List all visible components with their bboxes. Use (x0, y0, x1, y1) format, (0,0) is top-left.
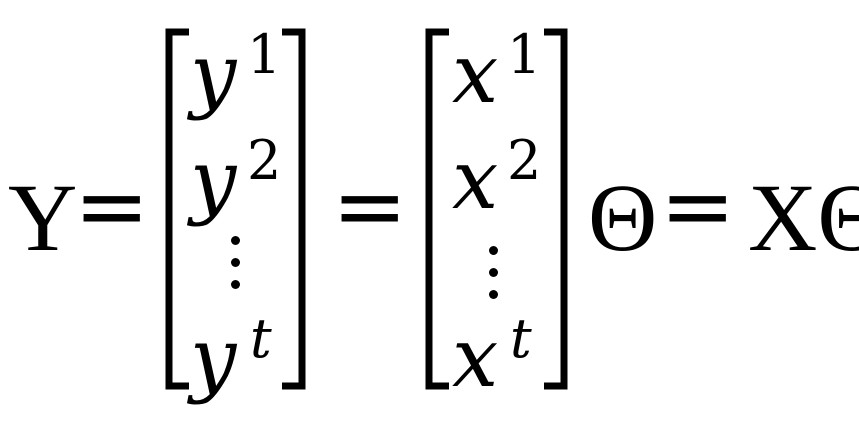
y-entry-1-base: y (190, 27, 237, 122)
equals-sign-1: = (74, 154, 150, 259)
y-vector-vertical-ellipsis (230, 236, 242, 296)
x-vector-vertical-ellipsis (488, 246, 500, 306)
right-bracket-x-vector (544, 28, 568, 390)
rhs-X-theta: XΘ (748, 164, 859, 271)
y-entry-1-superscript: 1 (247, 23, 282, 86)
left-bracket-y-vector (165, 28, 189, 390)
theta-symbol: Θ (588, 164, 658, 271)
y-entry-t-base: y (190, 311, 237, 406)
right-bracket-y-vector (282, 28, 306, 390)
y-entry-t-superscript: t (250, 307, 272, 370)
x-entry-1-base: x (452, 27, 499, 122)
left-bracket-x-vector (425, 28, 449, 390)
x-entry-t-superscript: t (510, 307, 532, 370)
x-entry-t-base: x (452, 311, 499, 406)
equals-sign-3: = (660, 154, 736, 259)
x-entry-2-superscript: 2 (507, 129, 542, 192)
x-entry-2-base: x (452, 133, 499, 228)
equals-sign-2: = (332, 154, 408, 259)
y-entry-2-base: y (190, 133, 237, 228)
lhs-Y: Y (8, 164, 78, 271)
y-entry-2-superscript: 2 (247, 129, 282, 192)
x-entry-1-superscript: 1 (507, 23, 542, 86)
